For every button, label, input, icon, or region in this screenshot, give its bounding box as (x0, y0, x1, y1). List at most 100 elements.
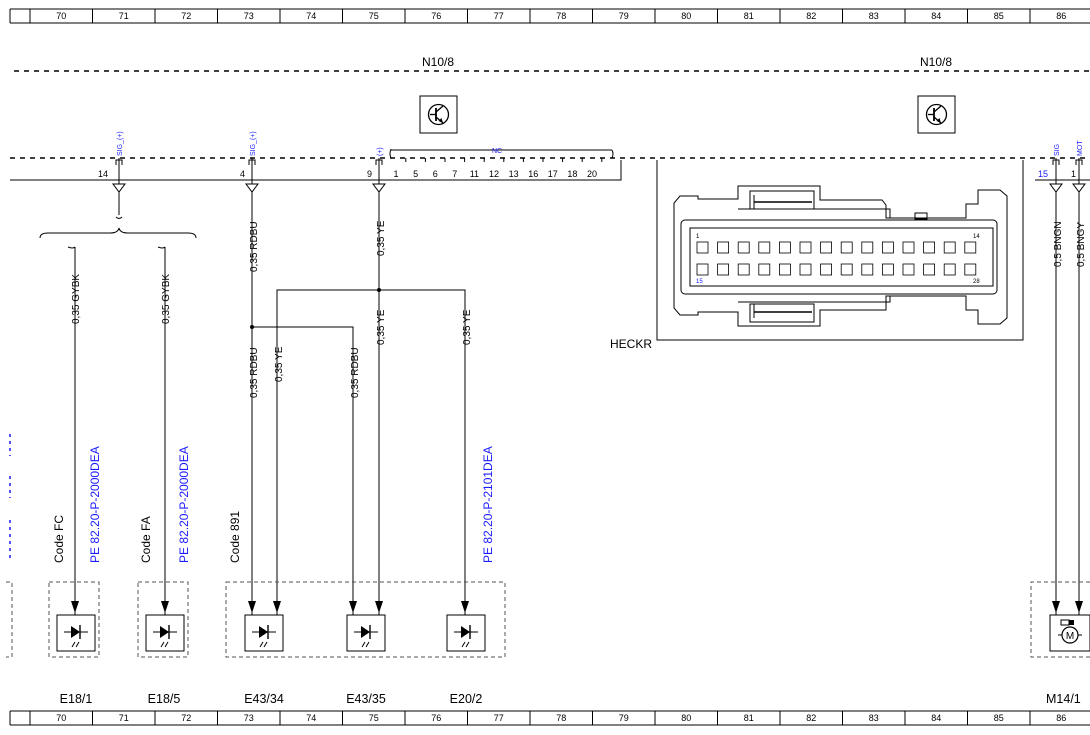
nc-pin-number: 1 (393, 169, 398, 179)
pin-number: 15 (1038, 169, 1048, 179)
wire-label: 0,35 GYBK (71, 274, 82, 324)
wire-label: 0,35 YE (274, 346, 285, 382)
signal-label: MOT (1077, 140, 1084, 156)
bottom-ruler-number: 84 (931, 713, 941, 723)
signal-label: SIG (1054, 144, 1061, 156)
top-ruler-number: 78 (556, 11, 566, 21)
pe-reference-link[interactable]: PE 82.20-P-2000DEA (88, 446, 102, 563)
heckr-pin-28: 28 (973, 279, 980, 285)
top-ruler-number: 81 (744, 11, 754, 21)
pin-number: 1 (1071, 169, 1076, 179)
component-boxes (48, 581, 1090, 658)
arrowheads (71, 601, 1083, 613)
heckr-cell (882, 263, 894, 276)
component-label: E18/5 (148, 692, 181, 706)
module-title-left: N10/8 (422, 55, 454, 69)
heckr-cell (799, 241, 812, 254)
heckr-cell (964, 263, 977, 276)
led-icon (346, 614, 386, 652)
connector-strip-left (10, 160, 622, 181)
junction-dot (377, 288, 381, 292)
nc-pin-number: 7 (452, 169, 457, 179)
heckr-pin-1: 1 (696, 234, 700, 240)
heckr-cell (696, 241, 709, 254)
top-ruler-number: 83 (869, 11, 879, 21)
nc-pin-number: 12 (489, 169, 499, 179)
nc-pin-number: 18 (567, 169, 577, 179)
heckr-cell (902, 241, 915, 254)
heckr-cell (820, 263, 832, 276)
nc-pin-number: 16 (528, 169, 538, 179)
nc-pin-number: 20 (587, 169, 597, 179)
heckr-cell (923, 263, 935, 276)
component-label: M14/1 (1046, 692, 1081, 706)
component-label: E18/1 (60, 692, 93, 706)
motor-icon: M (1049, 614, 1090, 652)
transistor-icon (917, 95, 956, 134)
heckr-cell (779, 263, 791, 276)
heckr-cell (861, 263, 874, 276)
transistor-icon (419, 95, 458, 134)
wires (39, 192, 1080, 615)
top-ruler-number: 77 (494, 11, 504, 21)
bottom-ruler-number: 73 (244, 713, 254, 723)
component-label: E43/34 (244, 692, 284, 706)
heckr-cell (964, 241, 977, 254)
svg-text:M: M (1066, 631, 1074, 642)
option-code: Code FC (52, 515, 66, 563)
bottom-ruler-number: 81 (744, 713, 754, 723)
wire-label: 0,35 RDBU (249, 221, 260, 272)
heckr-cell (717, 241, 729, 254)
bottom-ruler-number: 70 (56, 713, 66, 723)
wire-label: 0,35 YE (462, 309, 473, 345)
bottom-ruler-number: 77 (494, 713, 504, 723)
heckr-pin-14: 14 (973, 234, 980, 240)
heckr-cell (861, 241, 874, 254)
top-ruler-number: 70 (56, 11, 66, 21)
component-label: E43/35 (346, 692, 386, 706)
bottom-ruler-number: 85 (994, 713, 1004, 723)
top-ruler-number: 82 (806, 11, 816, 21)
wire-label: 0,5 BNGN (1053, 221, 1064, 267)
connector-heckr (656, 160, 1024, 341)
heckr-pin-15: 15 (696, 279, 703, 285)
top-ruler-number: 73 (244, 11, 254, 21)
bottom-ruler-number: 82 (806, 713, 816, 723)
top-ruler-number: 74 (306, 11, 316, 21)
option-code: Code FA (139, 516, 153, 563)
heckr-cell (943, 263, 956, 276)
component-label: E20/2 (450, 692, 483, 706)
bottom-ruler-number: 86 (1056, 713, 1066, 723)
nc-pin-number: 11 (470, 169, 479, 179)
wire-label: 0,35 RDBU (249, 347, 260, 398)
module-title-right: N10/8 (920, 55, 952, 69)
top-ruler-number: 71 (119, 11, 129, 21)
heckr-cell (696, 263, 709, 276)
wire-label: 0,35 YE (376, 309, 387, 345)
heckr-cell (840, 241, 853, 254)
bottom-ruler-number: 79 (619, 713, 629, 723)
wire-label: 0,5 BNGY (1076, 222, 1087, 267)
bottom-ruler-number: 78 (556, 713, 566, 723)
pe-reference-link[interactable]: PE 82.20-P-2000DEA (177, 446, 191, 563)
signal-label: SIG_(+) (117, 131, 124, 156)
bottom-ruler-number: 75 (369, 713, 379, 723)
pe-reference-link[interactable]: PE 82.20-P-2101DEA (481, 446, 495, 563)
heckr-cell (799, 263, 812, 276)
heckr-cell (758, 263, 771, 276)
bottom-ruler-number: 74 (306, 713, 316, 723)
heckr-cell (737, 241, 750, 254)
signal-label: SIG_(+) (250, 131, 257, 156)
nc-bracket (389, 148, 614, 159)
top-ruler-number: 86 (1056, 11, 1066, 21)
pin-number: 9 (367, 169, 372, 179)
heckr-cell (779, 241, 791, 254)
heckr-cell (882, 241, 894, 254)
bottom-ruler-number: 80 (681, 713, 691, 723)
top-ruler-number: 72 (181, 11, 191, 21)
heckr-cell (943, 241, 956, 254)
bottom-ruler-number: 71 (119, 713, 129, 723)
signal-label: (+) (377, 147, 384, 156)
heckr-cell (840, 263, 853, 276)
